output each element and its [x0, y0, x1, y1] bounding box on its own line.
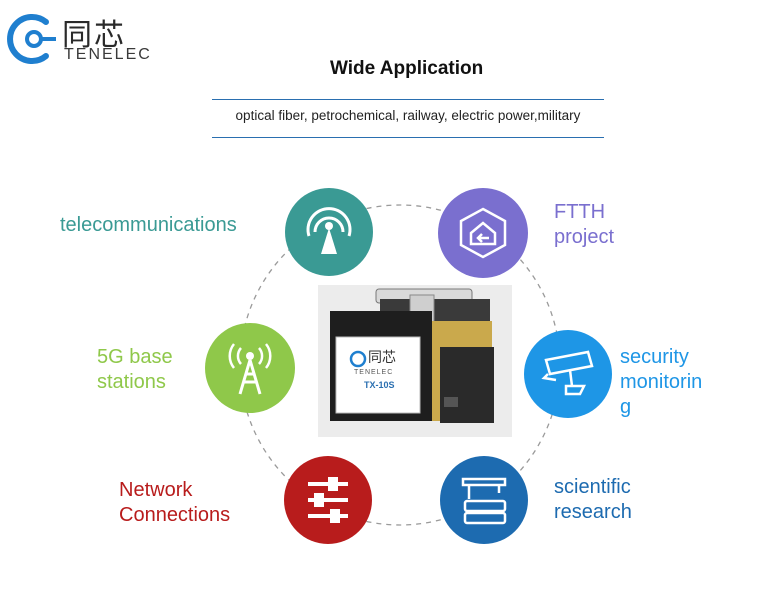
device-model: TX-10S [364, 380, 395, 390]
device-brand-cn: 同芯 [368, 350, 396, 366]
label-line: scientific [554, 476, 631, 498]
cell-tower-icon [228, 343, 272, 395]
brand-logo-icon [7, 14, 56, 64]
page-title-text: Wide Application [330, 58, 484, 79]
antenna-signal-icon [306, 207, 352, 254]
label-line: 5G base [97, 346, 173, 368]
graduation-books-icon [461, 477, 507, 525]
label-line: FTTH [554, 201, 606, 223]
circle-scientific-research [440, 456, 528, 544]
label-line: Network [119, 479, 193, 501]
label-telecommunications: telecommunications [60, 213, 237, 238]
circle-ftth [438, 188, 528, 278]
label-network-connections: Network Connections [119, 478, 230, 528]
label-line: research [554, 501, 632, 523]
label-line: Connections [119, 504, 231, 526]
divider-bottom [212, 137, 604, 138]
label-line: telecommunications [60, 214, 237, 236]
circle-security-monitoring [524, 330, 612, 418]
brand-name-en: TENELEC [64, 46, 152, 63]
page-title: Wide Application [0, 58, 784, 84]
fusion-splicer-image: 同芯 TENELEC TX-10S [318, 285, 512, 437]
home-arrow-icon [459, 207, 507, 259]
circle-network-connections [284, 456, 372, 544]
label-line: security [620, 346, 689, 368]
divider-top [212, 99, 604, 100]
subtitle: optical fiber, petrochemical, railway, e… [235, 108, 581, 123]
label-scientific-research: scientific research [554, 475, 632, 525]
security-camera-icon [541, 350, 594, 396]
device-illustration [318, 285, 512, 437]
label-line: stations [97, 371, 166, 393]
label-security-monitoring: security monitorin g [620, 345, 702, 420]
label-ftth: FTTH project [554, 200, 614, 250]
label-line: monitorin [620, 371, 703, 393]
brand-logo [6, 12, 58, 66]
label-line: g [620, 396, 632, 418]
label-line: project [554, 226, 615, 248]
label-5g-base-stations: 5G base stations [97, 345, 173, 395]
circle-5g-base-stations [205, 323, 295, 413]
sliders-icon [308, 477, 348, 523]
circle-telecommunications [285, 188, 373, 276]
device-brand-en: TENELEC [354, 369, 394, 376]
brand-name-cn: 同芯 [62, 18, 126, 53]
